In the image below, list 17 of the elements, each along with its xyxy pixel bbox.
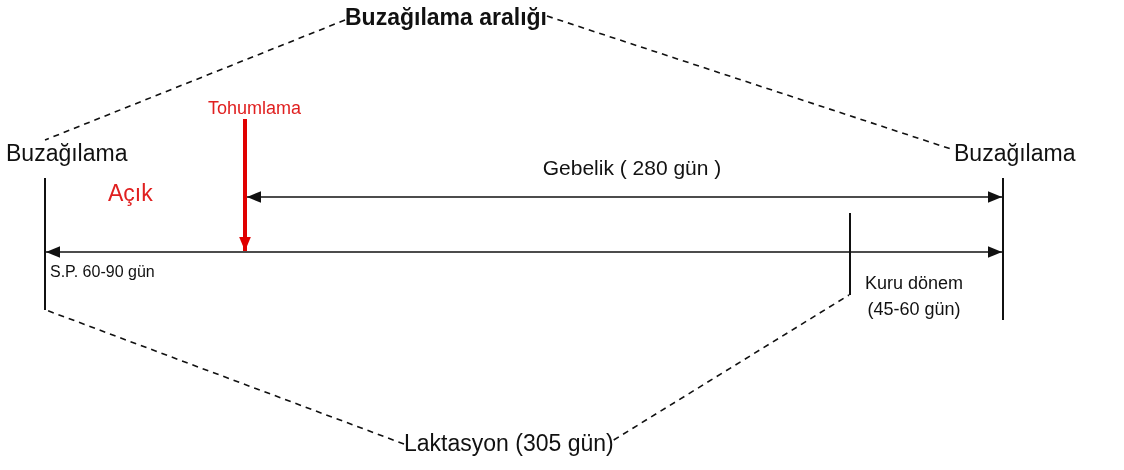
arrow (246, 191, 1003, 203)
heading-text: Buzağılama aralığı (345, 4, 547, 31)
leader-line (44, 19, 346, 141)
period-label: S.P. 60-90 gün (50, 263, 155, 281)
vertical-marker-line (849, 213, 851, 295)
period-label: Kuru dönem (45-60 gün) (856, 270, 972, 323)
event-label: Buzağılama (6, 140, 128, 167)
event-label: Tohumlama (208, 98, 302, 119)
vertical-marker-line (1002, 178, 1004, 320)
leader-line (612, 294, 850, 441)
period-label: Laktasyon (305 gün) (404, 430, 614, 457)
event-label: Buzağılama (954, 140, 1076, 167)
arrow (239, 119, 251, 251)
arrow (45, 246, 1003, 258)
leader-line (45, 309, 405, 445)
period-label: Açık (108, 180, 153, 207)
vertical-marker-line (44, 178, 46, 310)
